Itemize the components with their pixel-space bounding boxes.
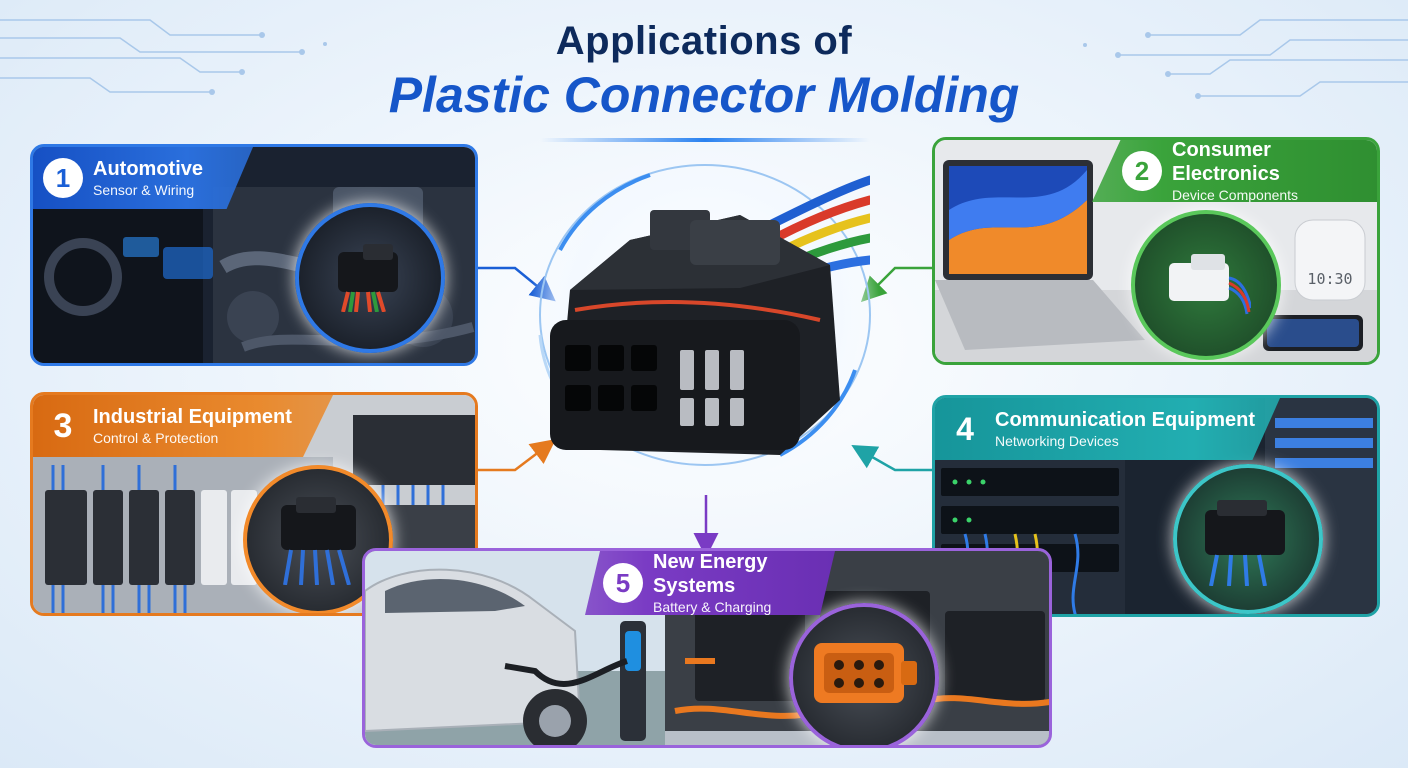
connector-detail-icon bbox=[281, 497, 356, 585]
badge-1: 1 bbox=[43, 158, 83, 198]
connector-icon bbox=[550, 175, 870, 455]
subtitle-communication-equipment: Networking Devices bbox=[995, 433, 1119, 449]
subtitle-new-energy-systems: Battery & Charging bbox=[653, 599, 772, 615]
connector-detail-icon bbox=[1205, 500, 1285, 586]
label-automotive: 1 Automotive Sensor & Wiring bbox=[33, 147, 253, 209]
circuit-decoration-right bbox=[1083, 19, 1408, 99]
card-automotive[interactable]: 1 Automotive Sensor & Wiring bbox=[30, 144, 478, 366]
smart-speaker-clock: 10:30 bbox=[1307, 270, 1353, 288]
connector-detail-icon bbox=[1169, 254, 1251, 315]
name-new-energy-systems: New Energy Systems bbox=[653, 551, 768, 597]
label-consumer-electronics: 2 Consumer Electronics Device Components bbox=[1092, 140, 1377, 202]
name-industrial-equipment: Industrial Equipment bbox=[93, 406, 292, 428]
name-communication-equipment: Communication Equipment bbox=[995, 409, 1255, 431]
title-line-2: Plastic Connector Molding bbox=[388, 67, 1020, 123]
title-underline bbox=[540, 138, 870, 142]
subtitle-industrial-equipment: Control & Protection bbox=[93, 430, 219, 446]
card-consumer-electronics[interactable]: 10:30 2 Consumer Electronics Device Comp… bbox=[932, 137, 1380, 365]
badge-3: 3 bbox=[53, 406, 73, 445]
subtitle-automotive: Sensor & Wiring bbox=[93, 182, 195, 198]
title-line-1: Applications of bbox=[555, 19, 853, 63]
badge-2: 2 bbox=[1122, 151, 1162, 191]
subtitle-consumer-electronics: Device Components bbox=[1172, 187, 1299, 203]
name-automotive: Automotive bbox=[93, 158, 203, 180]
label-industrial-equipment: 3 Industrial Equipment Control & Protect… bbox=[33, 395, 333, 457]
name-consumer-electronics: Consumer Electronics bbox=[1172, 139, 1280, 185]
circuit-decoration-left bbox=[0, 19, 327, 95]
label-communication-equipment: 4 Communication Equipment Networking Dev… bbox=[935, 398, 1280, 460]
label-new-energy-systems: 5 New Energy Systems Battery & Charging bbox=[585, 551, 835, 615]
title-block: Applications of Plastic Connector Moldin… bbox=[0, 18, 1408, 124]
badge-4: 4 bbox=[956, 410, 974, 447]
card-industrial-equipment[interactable]: 3 Industrial Equipment Control & Protect… bbox=[30, 392, 478, 616]
card-new-energy-systems[interactable]: 5 New Energy Systems Battery & Charging bbox=[362, 548, 1052, 748]
connector-detail-icon bbox=[338, 244, 398, 312]
battery-connector-icon bbox=[814, 643, 917, 703]
badge-5: 5 bbox=[603, 563, 643, 603]
